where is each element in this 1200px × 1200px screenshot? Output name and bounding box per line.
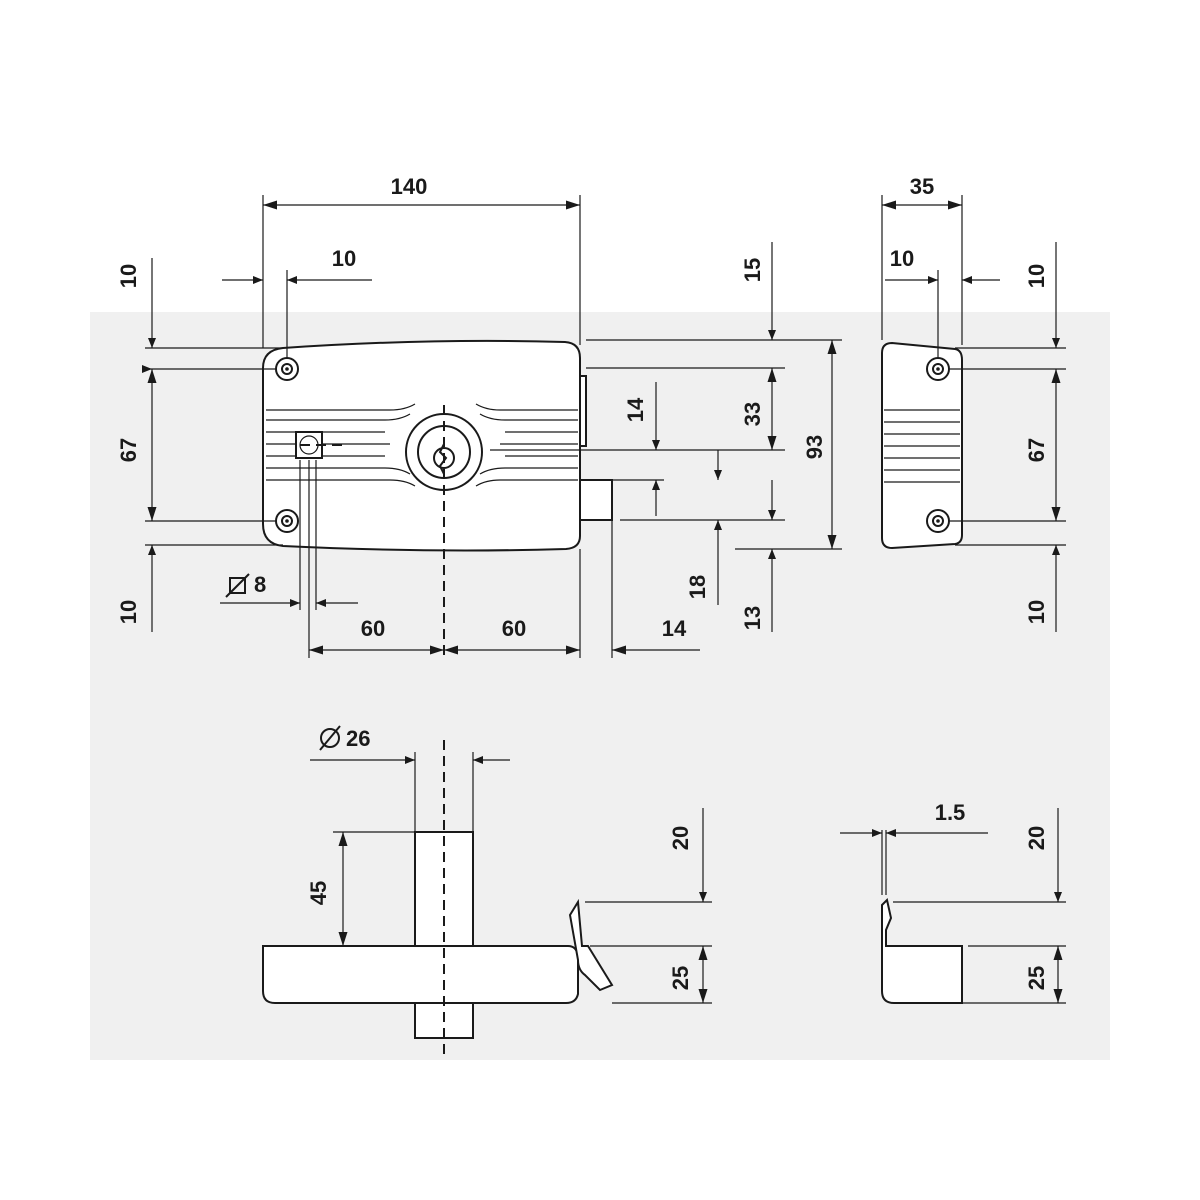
dim-case-thickness: 25 (668, 966, 693, 990)
dim-bolt-projection: 14 (662, 616, 687, 641)
dim-side-top-margin: 10 (1024, 264, 1049, 288)
dim-hole-offset: 10 (332, 246, 356, 271)
key-slot-icon (438, 443, 448, 475)
dim-square-spindle: 8 (254, 572, 266, 597)
dim-overall-width: 140 (391, 174, 428, 199)
front-view: 140 10 10 67 10 8 60 60 (116, 174, 842, 660)
diameter-icon (319, 725, 341, 751)
screw-hole-top (275, 357, 299, 381)
side-ribs (884, 409, 960, 483)
screw-hole-bottom (275, 509, 299, 533)
dim-plate-thickness: 1.5 (935, 800, 966, 825)
latch (568, 898, 614, 992)
latch-bar (579, 375, 587, 447)
dim-side-case-thickness: 25 (1024, 966, 1049, 990)
dim-side-hole-spacing: 67 (1024, 438, 1049, 462)
square-symbol-icon (225, 573, 250, 598)
dim-keyhole-to-bolt: 14 (623, 397, 648, 422)
dim-bolt-height: 18 (685, 575, 710, 599)
dim-top-margin: 10 (116, 264, 141, 288)
bottom-view: 26 45 20 25 (262, 725, 712, 1055)
dim-cylinder-length: 45 (306, 881, 331, 905)
dim-cylinder-diameter: 26 (346, 726, 370, 751)
dim-hole-spacing: 67 (116, 438, 141, 462)
decorative-ribs (266, 403, 578, 487)
dim-side-depth: 35 (910, 174, 934, 199)
side-case-bottom (881, 898, 963, 1004)
side-screw-hole-bottom (926, 509, 950, 533)
dim-case-to-keyhole: 33 (740, 402, 765, 426)
dim-center-to-spindle: 60 (361, 616, 385, 641)
dim-bottom-margin: 10 (116, 600, 141, 624)
dim-latch-height: 20 (668, 826, 693, 850)
dim-side-latch-height: 20 (1024, 826, 1049, 850)
side-screw-hole-top (926, 357, 950, 381)
dim-center-to-edge: 60 (502, 616, 526, 641)
dim-bolt-to-bottom: 13 (740, 606, 765, 630)
case-bottom (262, 945, 579, 1004)
dim-side-hole-offset: 10 (890, 246, 914, 271)
dim-top-to-case: 15 (740, 258, 765, 282)
cylinder-plug (433, 447, 455, 469)
dim-overall-height: 93 (802, 435, 827, 459)
side-bottom-view: 1.5 20 25 (840, 800, 1066, 1004)
bolt (579, 479, 613, 521)
dim-side-bottom-margin: 10 (1024, 600, 1049, 624)
side-view: 35 10 10 67 10 (881, 174, 1066, 632)
